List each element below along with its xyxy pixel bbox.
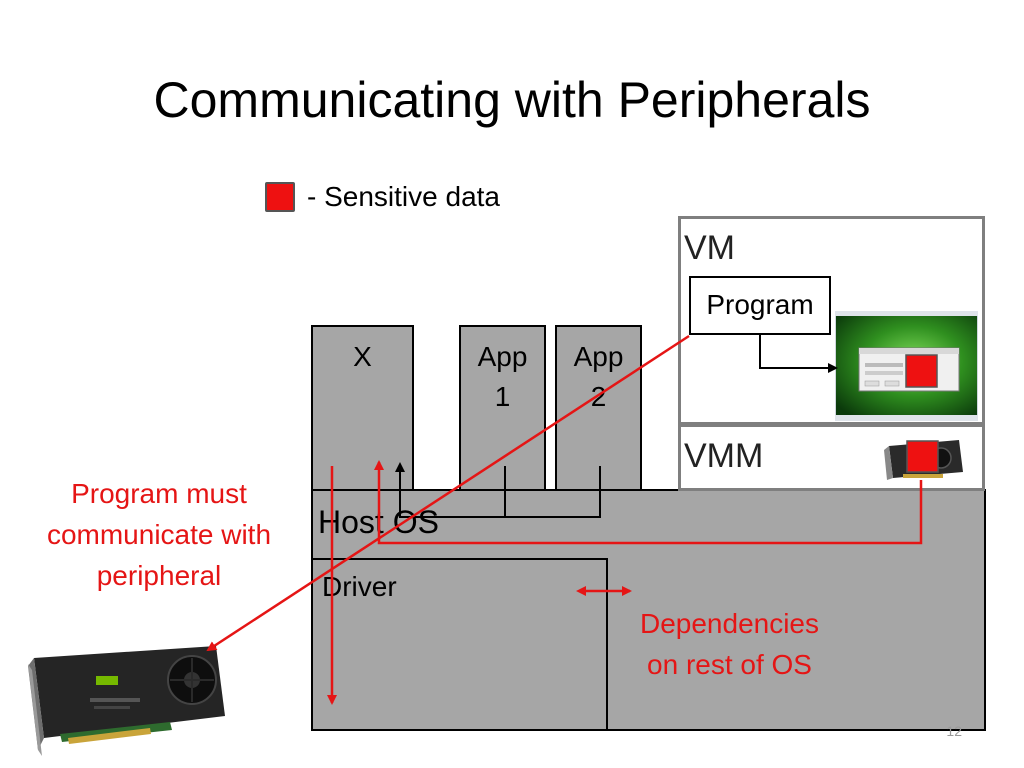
program-to-screen-arrow xyxy=(759,335,838,373)
x-box xyxy=(311,325,414,491)
driver-label: Driver xyxy=(322,571,397,602)
program-must-line3: peripheral xyxy=(96,560,222,591)
app2-label-line1: App xyxy=(573,341,624,372)
program-must-line2: communicate with xyxy=(46,519,272,550)
driver-box xyxy=(311,558,608,731)
dependencies-line1: Dependencies xyxy=(639,608,820,639)
page-number: 12 xyxy=(946,723,962,739)
program-must-communicate-note: Program must communicate with peripheral xyxy=(20,473,298,596)
app2-box xyxy=(555,325,642,491)
x-label: X xyxy=(353,341,372,372)
program-must-line1: Program must xyxy=(71,478,247,509)
app1-connector xyxy=(504,466,601,518)
dependencies-line2: on rest of OS xyxy=(647,649,812,680)
dependencies-note: Dependencies on rest of OS xyxy=(622,603,837,685)
program-box xyxy=(689,276,831,335)
program-label: Program xyxy=(706,289,814,320)
vmm-gpu-to-x-arrow xyxy=(374,460,923,545)
sensitive-data-swatch xyxy=(265,182,295,212)
app1-box xyxy=(459,325,546,491)
gpu-card-small-icon xyxy=(883,436,965,482)
program-to-gpu-arrow xyxy=(206,334,690,652)
app1-label-line1: App xyxy=(477,341,528,372)
nvidia-tesla-gpu-card-icon xyxy=(20,640,230,758)
virtual-machine-desktop-screenshot-icon xyxy=(835,311,978,421)
vmm-label: VMM xyxy=(684,437,764,475)
vm-label: VM xyxy=(684,229,735,267)
host-to-x-arrow xyxy=(395,462,505,518)
slide-title: Communicating with Peripherals xyxy=(153,72,871,128)
app1-label-line2: 1 xyxy=(494,381,511,412)
legend-label: - Sensitive data xyxy=(307,181,500,212)
